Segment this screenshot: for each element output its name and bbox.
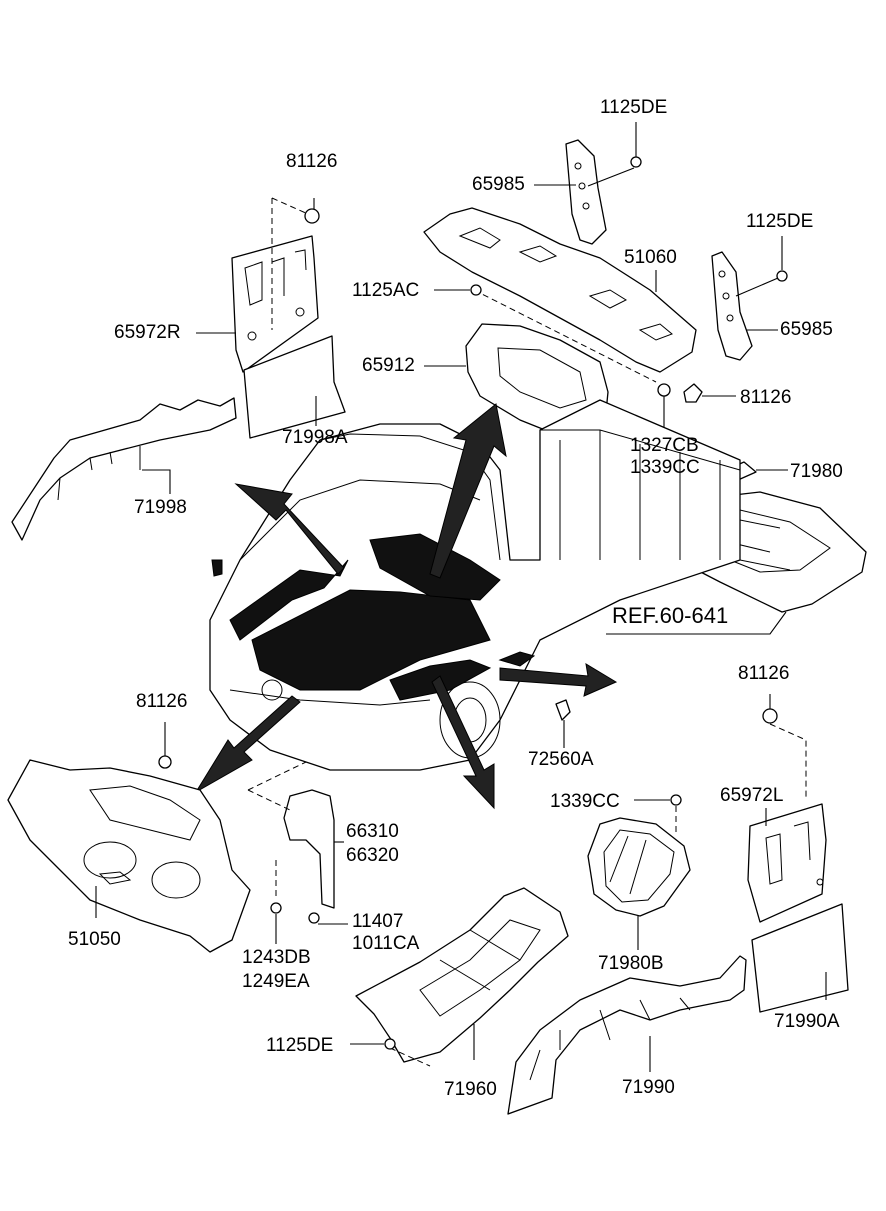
label-71990: 71990 [622,1077,675,1098]
label-71998: 71998 [134,497,187,518]
label-71990a: 71990A [774,1011,840,1032]
label-1249ea: 1249EA [242,971,310,992]
tunnel-71960 [350,887,569,1067]
label-1339cc-low: 1339CC [550,791,620,812]
label-51050: 51050 [68,929,121,950]
label-ref-60-641: REF.60-641 [612,603,729,628]
strip-71998 [11,397,237,541]
label-72560a: 72560A [528,749,594,770]
panel-51060 [423,207,697,373]
location-arrows [195,403,618,810]
strip-71990 [507,955,747,1115]
label-71980b: 71980B [598,953,664,974]
label-11407: 11407 [352,911,404,932]
label-1339cc-mid: 1339CC [630,457,700,478]
trim-66310 [247,761,348,944]
pad-71980b [587,794,691,950]
label-65972l: 65972L [720,785,784,806]
label-81126-mid: 81126 [740,387,792,408]
bracket-65985-right [711,236,788,361]
pad-65972r [196,197,320,373]
label-81126-right: 81126 [738,663,790,684]
label-65972r: 65972R [114,322,181,343]
label-66310: 66310 [346,821,399,842]
label-65912: 65912 [362,355,415,376]
label-81126-left: 81126 [136,691,188,712]
bracket-65985-left [534,122,642,245]
clip-72560a [555,699,571,748]
label-1011ca: 1011CA [352,933,420,954]
label-65985-right: 65985 [780,319,833,340]
pad-65972l [747,694,827,923]
insulator-51050 [7,722,251,953]
label-71998a: 71998A [282,427,348,448]
label-1125ac: 1125AC [352,280,420,301]
label-1125de-right: 1125DE [746,211,814,232]
label-65985-left: 65985 [472,174,525,195]
label-71980: 71980 [790,461,843,482]
label-81126-top: 81126 [286,151,338,172]
label-1243db: 1243DB [242,947,311,968]
label-71960: 71960 [444,1079,497,1100]
label-66320: 66320 [346,845,399,866]
truck-illustration [209,399,741,771]
label-1327cb: 1327CB [630,435,699,456]
label-1125de-top: 1125DE [600,97,668,118]
pad-71990a [751,903,849,1013]
pad-71998a [243,335,346,439]
label-51060: 51060 [624,247,677,268]
label-1125de-bottom: 1125DE [266,1035,334,1056]
